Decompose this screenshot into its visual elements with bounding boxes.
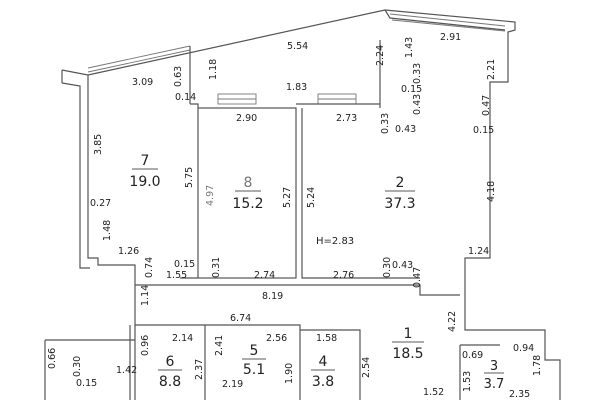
dim-label: 0.15 [473,125,494,136]
room-number: 5 [250,343,259,359]
dim-label: 1.53 [462,371,473,392]
room-area: 15.2 [232,196,263,212]
dim-label: 1.18 [208,59,219,80]
room-number: 3 [490,359,498,374]
windows [87,13,506,105]
dim-label: 0.30 [382,257,393,278]
room-area: 8.8 [159,374,181,390]
dim-label: 0.27 [90,198,111,209]
dim-label: 3.85 [93,134,104,155]
room-number: 2 [396,175,405,191]
dim-label: 0.74 [144,257,155,278]
room-area: 3.7 [484,377,505,392]
dim-label: 3.09 [132,77,153,88]
room-number: 8 [244,175,253,191]
dim-label: 0.33 [380,113,391,134]
dim-label: 1.43 [404,37,415,58]
room-area: 18.5 [392,346,423,362]
room-4: 4 3.8 [311,354,335,390]
dim-label: 5.27 [282,187,293,208]
room-6: 6 8.8 [158,354,182,390]
dim-label: 2.91 [440,32,461,43]
dim-label: 2.14 [172,333,193,344]
dim-label: 2.35 [509,389,530,400]
room-2: 2 37.3 [384,175,415,212]
dim-label: 2.21 [486,59,497,80]
dim-label: 5.54 [287,41,308,52]
dim-label: 1.83 [286,82,307,93]
dim-label: 8.19 [262,291,283,302]
room-area: 19.0 [129,174,160,190]
room-7: 7 19.0 [129,153,160,190]
dim-label: 4.18 [486,181,497,202]
dim-label: 0.15 [76,378,97,389]
room-number: 4 [319,354,328,370]
dim-label: 0.14 [175,92,196,103]
dim-label: 0.69 [462,350,483,361]
dim-label: 0.96 [140,335,151,356]
dim-label: 0.63 [173,66,184,87]
dim-label: 0.43 [392,260,413,271]
dim-label: 0.43 [412,94,423,115]
dim-label: 1.42 [116,365,137,376]
dim-label: 2.73 [336,113,357,124]
dimension-labels: 5.54 2.91 3.09 0.14 1.83 2.90 2.73 0.43 … [76,32,534,400]
dim-label: 0.30 [72,356,83,377]
dim-label: 1.14 [140,285,151,306]
room-number: 1 [404,326,413,342]
room-area: 5.1 [243,362,265,378]
dim-label: 1.26 [118,246,139,257]
dim-label: 1.52 [423,387,444,398]
interior-walls [129,40,500,400]
dim-label: 0.47 [481,95,492,116]
room-area: 37.3 [384,196,415,212]
dim-label: 5.24 [306,187,317,208]
dim-label: 2.56 [266,333,287,344]
ceiling-height: H=2.83 [316,236,354,247]
dim-label: 4.22 [447,311,458,332]
dim-label: 1.24 [468,246,489,257]
room-3: 3 3.7 [484,359,505,392]
room-5: 5 5.1 [242,343,266,378]
dim-label: 2.37 [194,359,205,380]
dim-label: 0.31 [211,257,222,278]
dim-label: 6.74 [230,313,251,324]
dim-label: 0.47 [412,267,423,288]
dim-label: 0.15 [174,259,195,270]
room-area: 3.8 [312,374,334,390]
dim-label: 5.75 [184,167,195,188]
dim-label: 0.15 [401,84,422,95]
dim-label: 2.54 [361,357,372,378]
room-1: 1 18.5 [392,326,424,362]
dim-label: 2.76 [333,270,354,281]
room-number: 6 [166,354,175,370]
room-number: 7 [141,153,150,169]
room-8: 8 15.2 [232,175,263,212]
dim-label: 4.97 [205,185,216,206]
dim-label: 2.74 [254,270,275,281]
outer-walls [44,9,561,400]
dim-label: 1.78 [532,355,543,376]
dim-label: 1.48 [102,220,113,241]
dim-label: 2.19 [222,379,243,390]
dim-label: 1.55 [166,270,187,281]
dim-label: 2.41 [214,335,225,356]
dim-label: 1.58 [316,333,337,344]
dim-label: 0.66 [47,348,58,369]
dim-label: 0.43 [395,124,416,135]
dim-label: 1.90 [284,363,295,384]
dimension-labels-vertical: 0.63 1.18 2.24 1.43 0.33 0.43 2.21 0.47 … [47,37,543,392]
dim-label: 0.94 [513,343,534,354]
dim-label: 2.90 [236,113,257,124]
dim-label: 0.33 [412,63,423,84]
dim-label: 2.24 [375,45,386,66]
